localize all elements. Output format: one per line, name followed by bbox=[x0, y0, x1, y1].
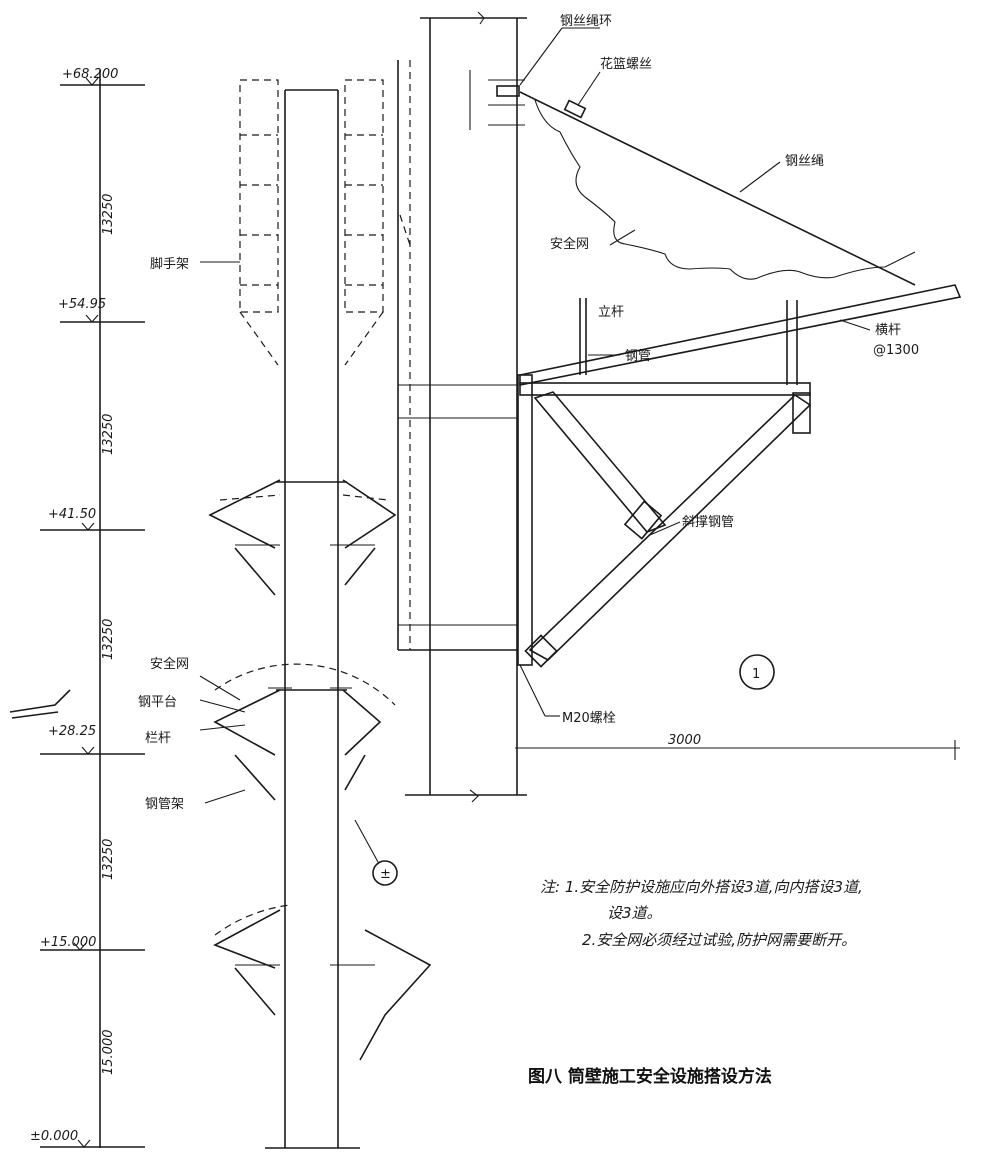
label-top-anchor: 钢丝绳环 bbox=[560, 14, 612, 29]
elevation-4150: +41.50 bbox=[48, 507, 96, 522]
elevation-15000: +15.000 bbox=[40, 935, 96, 950]
label-pipe-left: 钢管架 bbox=[145, 797, 184, 812]
label-pole-support: 立杆 bbox=[598, 305, 624, 320]
label-safety-net-left: 安全网 bbox=[150, 656, 189, 672]
detail-1-bracket bbox=[397, 11, 962, 803]
segment-dim-3: 13250 bbox=[101, 619, 116, 660]
label-anchor-bolt: M20螺栓 bbox=[562, 711, 616, 726]
label-wire-rope: 钢丝绳 bbox=[785, 154, 824, 169]
elevation-labels: +68.200 +54.95 +41.50 +28.25 +15.000 ±0.… bbox=[30, 67, 118, 1144]
detail-mark-1: 1 bbox=[752, 667, 760, 682]
chimney-elevation bbox=[9, 70, 432, 1149]
segment-dim-4: 13250 bbox=[101, 839, 116, 880]
label-cross-bar-spacing: @1300 bbox=[873, 343, 919, 358]
label-guard-pipe: 钢管 bbox=[625, 349, 651, 364]
label-turnbuckle: 花篮螺丝 bbox=[600, 56, 652, 72]
label-safety-net-upper: 安全网 bbox=[550, 236, 589, 252]
label-scaffold-left: 脚手架 bbox=[150, 256, 189, 272]
elevation-5495: +54.95 bbox=[58, 297, 106, 312]
label-platform-left: 钢平台 bbox=[138, 695, 177, 710]
label-diag-pipe: 斜撑钢管 bbox=[682, 515, 734, 530]
note-line-2: 2.安全网必须经过试验,防护网需要断开。 bbox=[582, 931, 856, 949]
elevation-0000: ±0.000 bbox=[30, 1129, 78, 1144]
detail-mark-lower: ± bbox=[380, 867, 391, 882]
note-line-1-cont: 设3道。 bbox=[607, 904, 662, 922]
segment-dimensions: 13250 13250 13250 13250 15.000 bbox=[101, 194, 116, 1075]
label-cross-bar: 横杆 bbox=[875, 323, 901, 338]
segment-dim-2: 13250 bbox=[101, 414, 116, 455]
elevation-68200: +68.200 bbox=[62, 67, 118, 82]
label-rail-left: 栏杆 bbox=[145, 731, 171, 746]
notes-block: 注: 1.安全防护设施应向外搭设3道,向内搭设3道, 设3道。 2.安全网必须经… bbox=[540, 878, 863, 949]
segment-dim-5: 15.000 bbox=[101, 1030, 116, 1076]
segment-dim-1: 13250 bbox=[101, 194, 116, 235]
left-labels: 脚手架 安全网 钢平台 栏杆 钢管架 ± bbox=[138, 256, 391, 882]
elevation-2825: +28.25 bbox=[48, 724, 96, 739]
note-line-1: 注: 1.安全防护设施应向外搭设3道,向内搭设3道, bbox=[540, 878, 863, 896]
figure-caption: 图八 筒壁施工安全设施搭设方法 bbox=[528, 1066, 772, 1087]
detail-1-circle bbox=[739, 654, 775, 690]
dim-horizontal: 3000 bbox=[668, 733, 701, 748]
right-labels: 钢丝绳环 花篮螺丝 钢丝绳 安全网 立杆 横杆 @1300 钢管 斜撑钢管 M2… bbox=[550, 14, 919, 748]
